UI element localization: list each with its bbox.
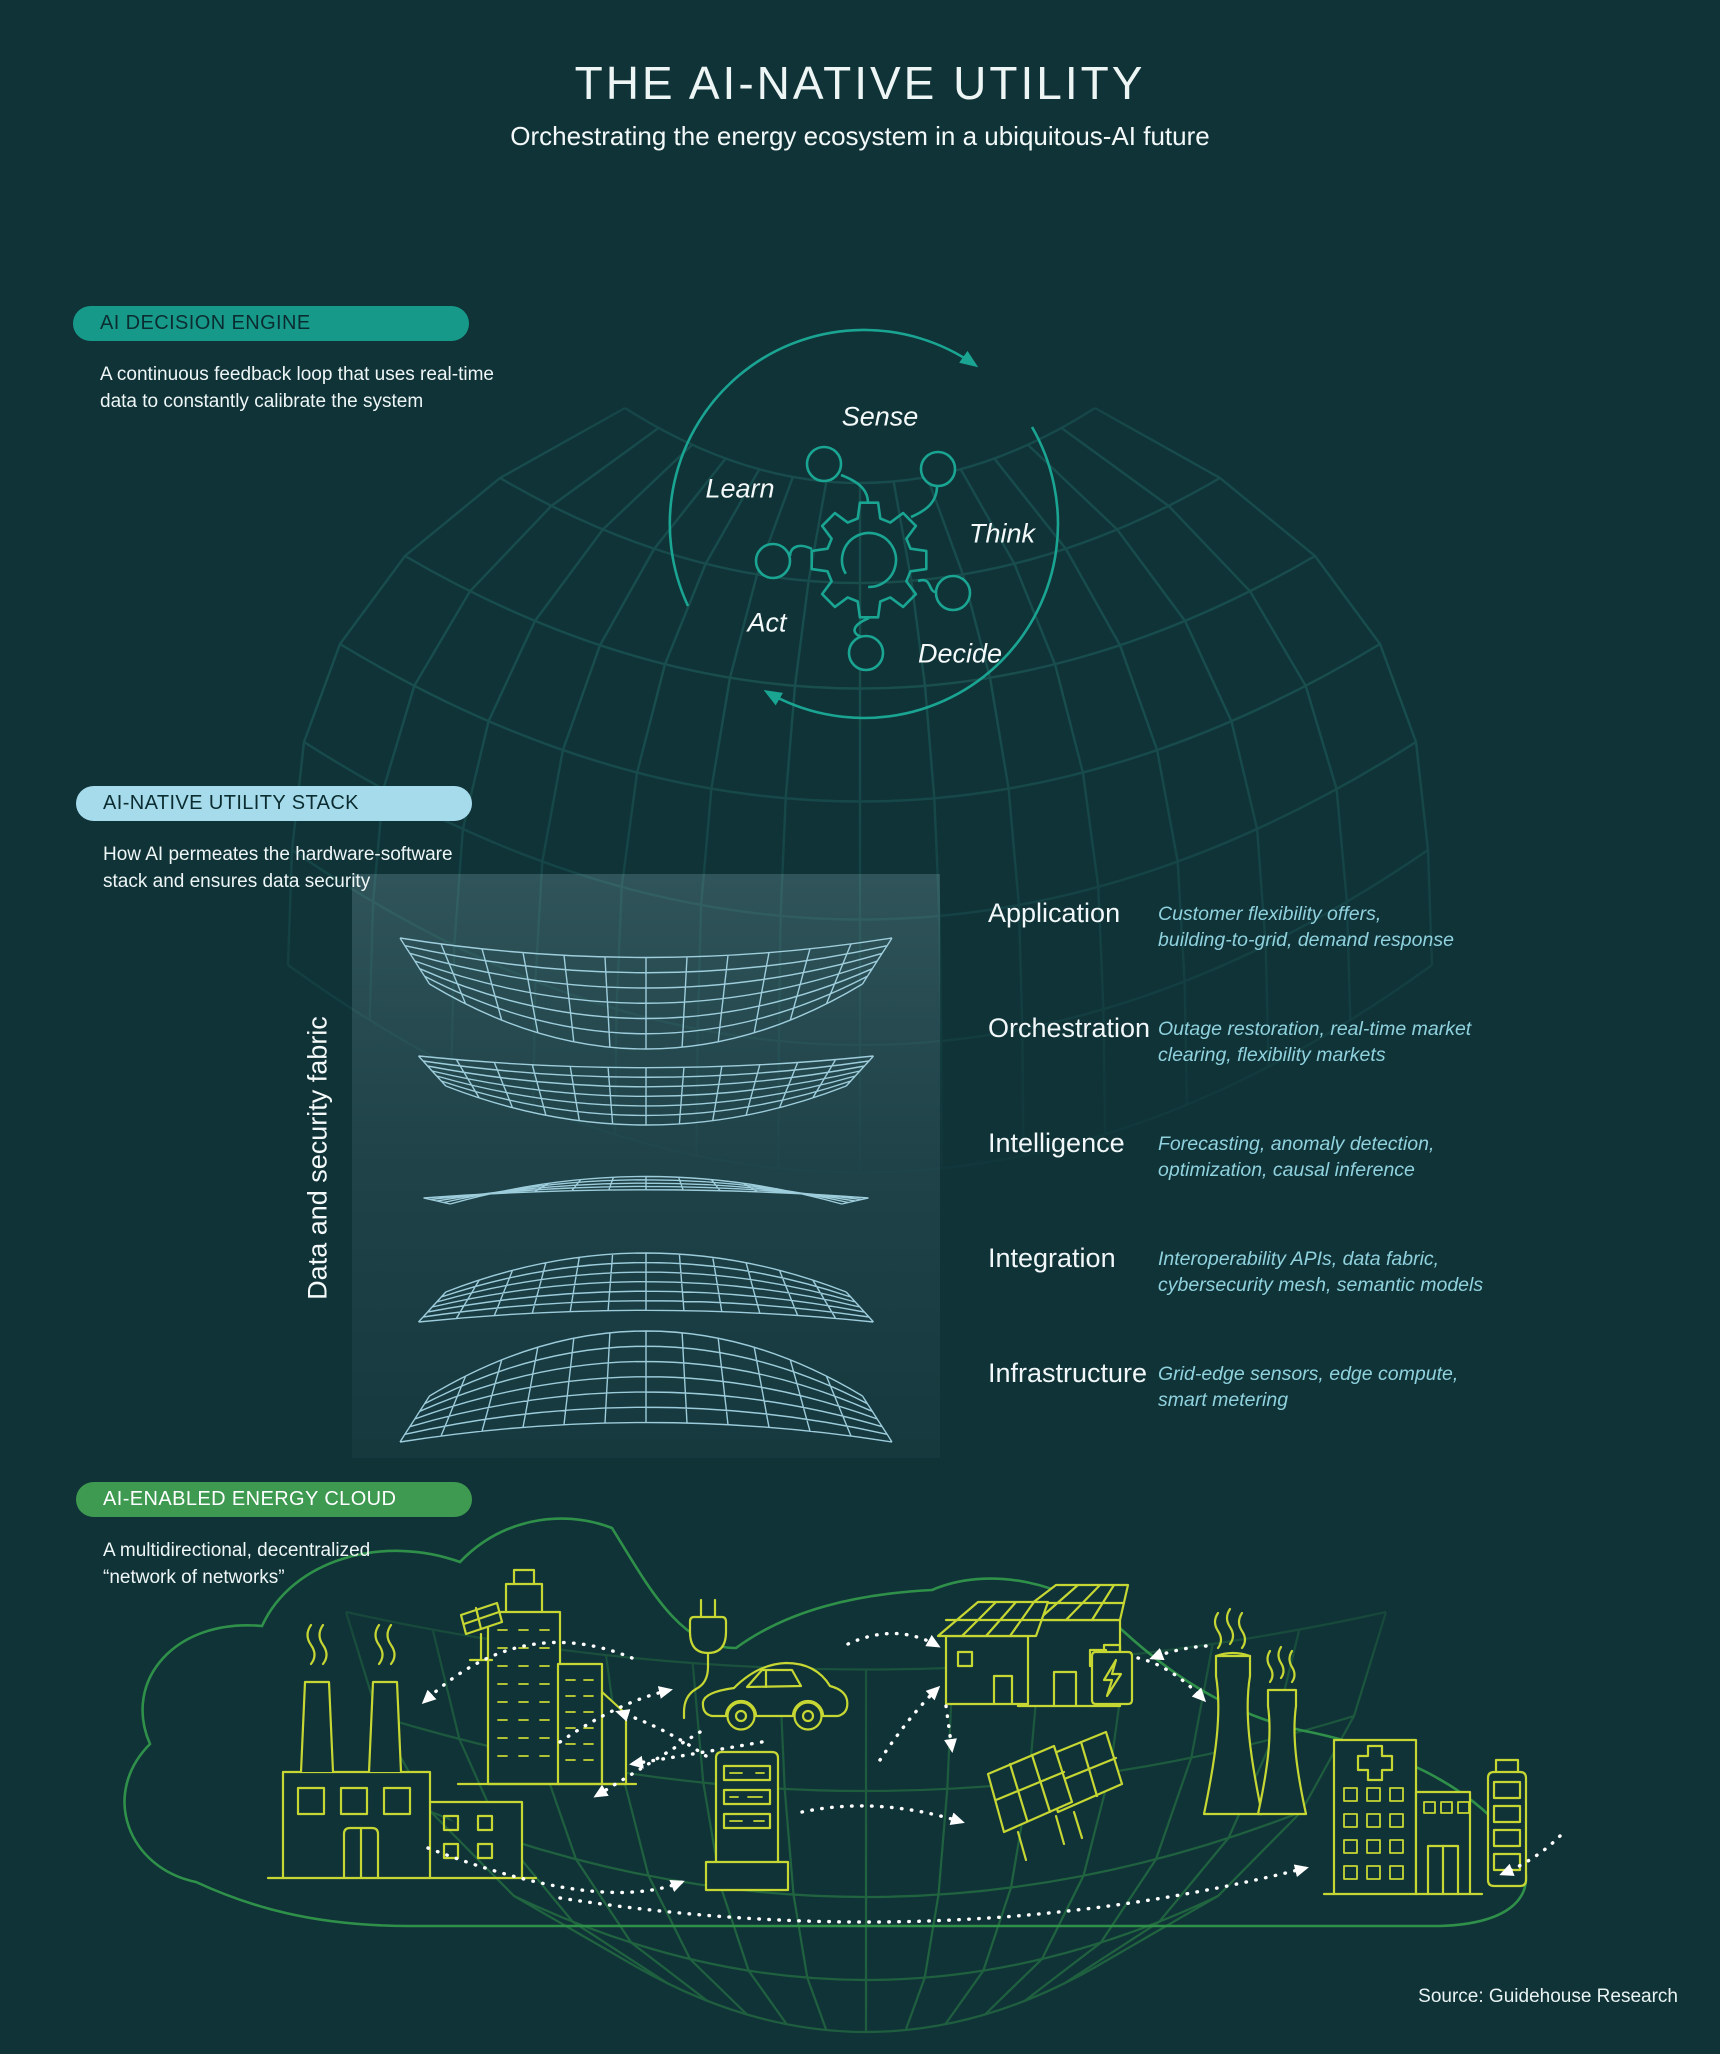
layer-detail-intelligence: Forecasting, anomaly detection, optimiza… (1158, 1133, 1435, 1181)
data-security-fabric-label: Data and security fabric (302, 1016, 333, 1300)
decision-engine-description: A continuous feedback loop that uses rea… (100, 364, 494, 412)
solar-homes-battery-icon (936, 1583, 1134, 1708)
decision-engine-badge: AI DECISION ENGINE (73, 306, 469, 341)
solar-array-icon (986, 1730, 1124, 1862)
page-title: THE AI-NATIVE UTILITY (574, 57, 1146, 109)
layer-name-intelligence: Intelligence (988, 1128, 1125, 1158)
layer-name-orchestration: Orchestration (988, 1013, 1151, 1043)
layer-detail-integration: Interoperability APIs, data fabric, cybe… (1158, 1248, 1484, 1296)
loop-label-learn: Learn (705, 473, 775, 504)
energy-flow-arrows (421, 1631, 1562, 1924)
electric-car-icon (701, 1661, 849, 1731)
energy-cloud-description: A multidirectional, decentralized “netwo… (103, 1540, 371, 1588)
stack-layer-meshes (399, 937, 893, 1443)
utility-stack-description: How AI permeates the hardware-software s… (103, 844, 453, 892)
utility-stack-badge: AI-NATIVE UTILITY STACK (76, 786, 472, 821)
layer-detail-infrastructure: Grid-edge sensors, edge compute, smart m… (1158, 1363, 1459, 1411)
city-buildings-icon (456, 1568, 638, 1786)
layer-name-infrastructure: Infrastructure (988, 1358, 1148, 1388)
loop-label-decide: Decide (917, 638, 1003, 669)
layer-detail-application: Customer flexibility offers, building-to… (1158, 903, 1454, 951)
charging-station-icon (704, 1750, 790, 1892)
layer-detail-orchestration: Outage restoration, real-time market cle… (1158, 1018, 1472, 1066)
decision-loop-diagram (668, 328, 1060, 720)
ev-plug-icon (682, 1598, 728, 1720)
energy-cloud-icons (266, 1568, 1528, 1896)
power-plant-icon (1202, 1607, 1308, 1816)
page-subtitle: Orchestrating the energy ecosystem in a … (510, 121, 1210, 151)
layer-name-application: Application (988, 898, 1121, 928)
hospital-icon (1322, 1738, 1484, 1896)
loop-label-sense: Sense (841, 401, 919, 432)
energy-cloud-badge: AI-ENABLED ENERGY CLOUD (76, 1482, 472, 1517)
source-credit: Source: Guidehouse Research (1418, 1986, 1678, 2007)
factory-icon (266, 1623, 538, 1880)
battery-icon (1486, 1758, 1528, 1888)
loop-label-act: Act (747, 607, 787, 638)
loop-label-think: Think (968, 518, 1036, 549)
layer-name-integration: Integration (988, 1243, 1116, 1273)
